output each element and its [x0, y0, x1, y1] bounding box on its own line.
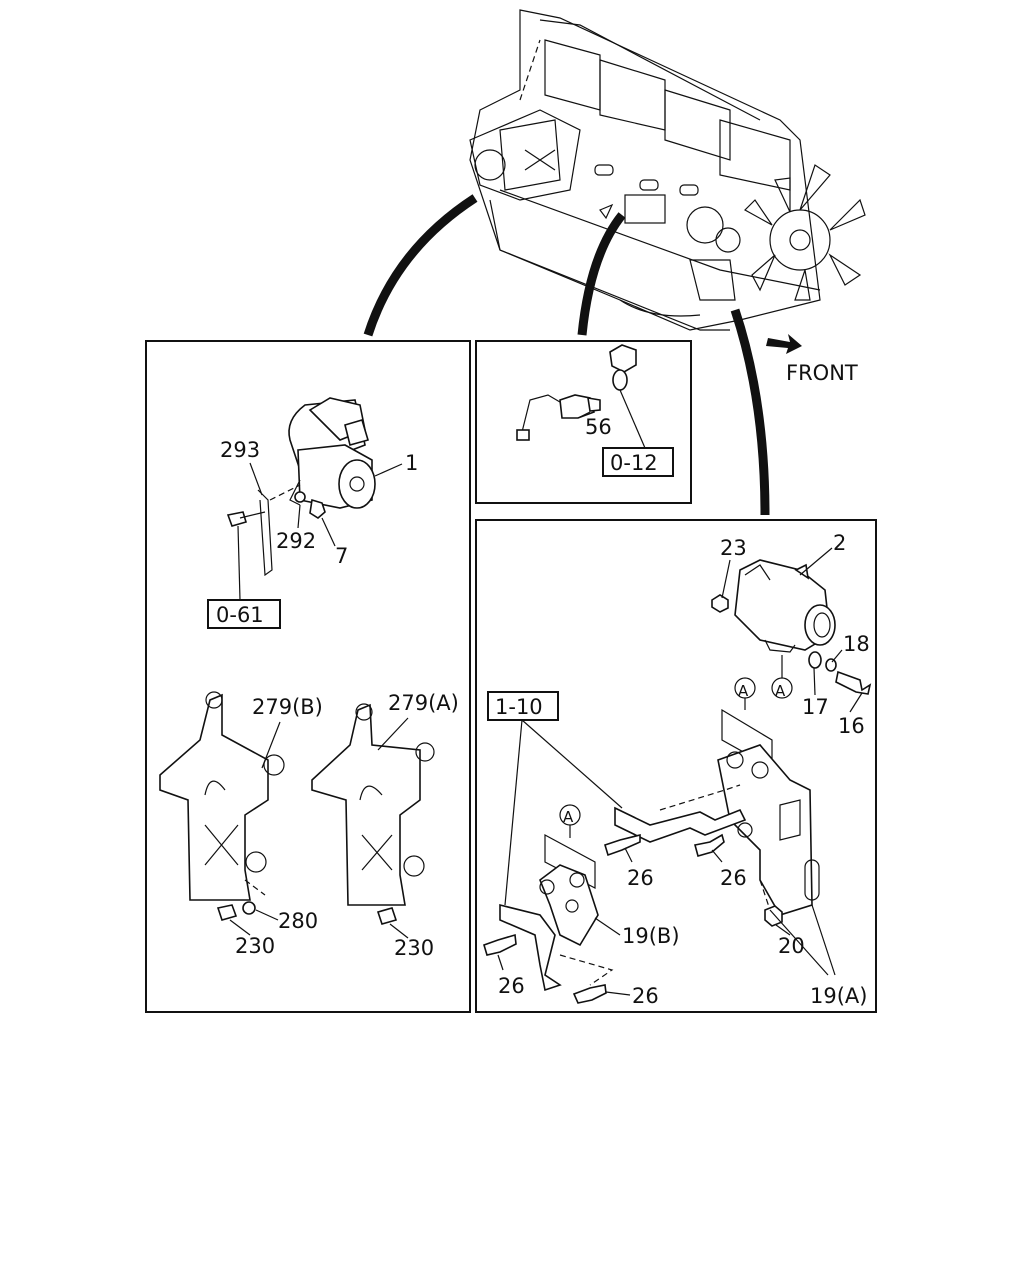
front-arrow-icon [766, 334, 802, 354]
bracket-19a-illustration [717, 708, 820, 916]
label-56: 56 [585, 415, 612, 439]
bolt-230-right-icon [376, 907, 398, 925]
mark-a-1: A [738, 682, 749, 700]
bracket-279a-illustration [311, 703, 435, 906]
label-279a: 279(A) [388, 691, 459, 715]
callout-sensor [577, 212, 626, 336]
bolt-26-c-icon [483, 933, 517, 956]
nut-23-icon [711, 594, 729, 613]
fan-icon [744, 164, 866, 301]
ref-box-0-12 [602, 447, 674, 477]
nut-20-icon [764, 905, 783, 927]
bolt-26-d-icon [572, 984, 607, 1004]
engine-illustration [469, 9, 866, 331]
label-17: 17 [802, 695, 829, 719]
sensor-panel [475, 340, 692, 504]
label-279b: 279(B) [252, 695, 323, 719]
label-26-c: 26 [498, 974, 525, 998]
label-293: 293 [220, 438, 260, 462]
callout-alternator [730, 308, 770, 516]
callout-starter [363, 194, 478, 337]
bolt-0-61-icon [226, 511, 266, 527]
front-label: FRONT [786, 361, 858, 385]
bolt-230-left-icon [216, 904, 238, 921]
washer-280-icon [242, 901, 256, 915]
mark-a-3: A [563, 808, 574, 826]
label-26-d: 26 [632, 984, 659, 1008]
ref-0-12: 0-12 [610, 451, 658, 475]
mark-a-2: A [775, 682, 786, 700]
label-26-b: 26 [720, 866, 747, 890]
label-230-right: 230 [394, 936, 434, 960]
label-18: 18 [843, 632, 870, 656]
label-19b: 19(B) [622, 924, 680, 948]
label-19a: 19(A) [810, 984, 867, 1008]
bracket-19b-illustration [499, 833, 614, 992]
ref-1-10: 1-10 [495, 695, 543, 719]
label-7: 7 [335, 544, 348, 568]
label-26-a: 26 [627, 866, 654, 890]
bolt-26-a-icon [604, 833, 641, 857]
label-280: 280 [278, 909, 318, 933]
label-1: 1 [405, 451, 418, 475]
bolt-26-b-icon [694, 833, 725, 857]
label-292: 292 [276, 529, 316, 553]
starter-motor-illustration [288, 397, 376, 509]
ref-box-0-61 [207, 599, 281, 629]
fitting-0-12-icon [609, 344, 637, 391]
sensor-56-illustration [516, 394, 601, 441]
washer-17-icon [808, 651, 822, 669]
alternator-2-illustration [734, 559, 836, 653]
ref-box-1-10 [487, 691, 559, 721]
label-230-left: 230 [235, 934, 275, 958]
ref-0-61: 0-61 [216, 603, 264, 627]
alternator-panel [475, 519, 877, 1013]
washer-18-icon [825, 658, 837, 672]
label-23: 23 [720, 536, 747, 560]
bolt-16-icon [835, 670, 872, 695]
label-16: 16 [838, 714, 865, 738]
label-20: 20 [778, 934, 805, 958]
bracket-279b-illustration [159, 691, 285, 901]
starter-harness-illustration [257, 484, 326, 577]
starter-panel [145, 340, 471, 1013]
label-2: 2 [833, 531, 846, 555]
